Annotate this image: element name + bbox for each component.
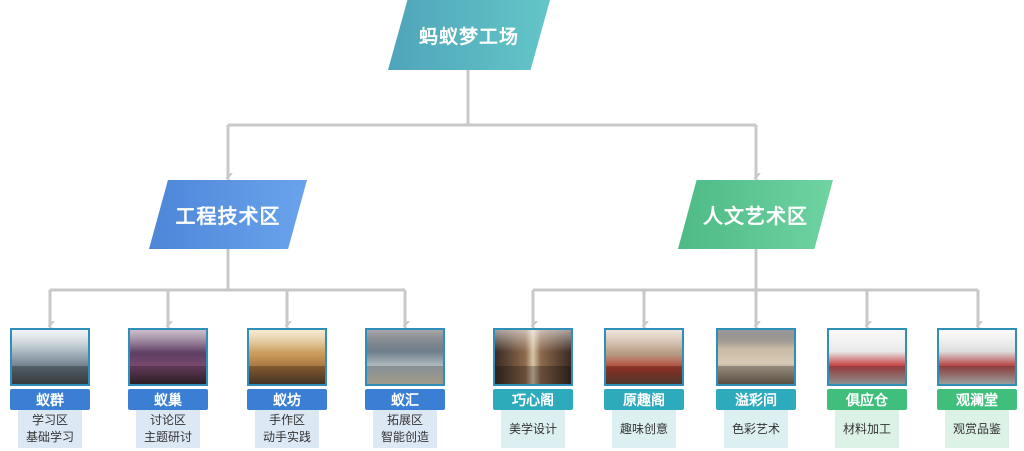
leaf-desc-line: 基础学习 [25,430,74,444]
leaf-name: 巧心阁 [493,389,573,410]
leaf-desc-line: 学习区 [31,413,68,427]
arts-node: 人文艺术区 [678,180,833,249]
leaf-name: 蚁群 [10,389,90,410]
leaf-desc-line: 观赏品鉴 [952,421,1001,436]
leaf-desc: 观赏品鉴 [945,410,1009,448]
room-photo [128,328,208,386]
leaf-desc-line: 手作区 [268,413,305,427]
room-photo [493,328,573,386]
leaf-card-art-3: 溢彩间 色彩艺术 [716,328,796,448]
leaf-desc: 色彩艺术 [724,410,788,448]
room-photo [604,328,684,386]
leaf-card-art-4: 俱应仓 材料加工 [827,328,907,448]
leaf-desc-line: 主题研讨 [143,430,192,444]
room-photo [247,328,327,386]
leaf-card-eng-2: 蚁巢 讨论区 主题研讨 [128,328,208,448]
leaf-desc: 材料加工 [835,410,899,448]
room-photo [10,328,90,386]
leaf-card-art-1: 巧心阁 美学设计 [493,328,573,448]
leaf-name: 俱应仓 [827,389,907,410]
leaf-name: 溢彩间 [716,389,796,410]
leaf-desc-line: 动手实践 [262,430,311,444]
leaf-desc-line: 材料加工 [842,421,891,436]
leaf-desc: 讨论区 主题研讨 [136,410,200,448]
leaf-name: 原趣阁 [604,389,684,410]
leaf-desc-line: 色彩艺术 [731,421,780,436]
leaf-desc: 学习区 基础学习 [18,410,82,448]
leaf-desc: 趣味创意 [612,410,676,448]
leaf-desc-line: 智能创造 [380,430,429,444]
arts-title: 人文艺术区 [703,204,808,228]
room-photo [827,328,907,386]
leaf-desc: 美学设计 [501,410,565,448]
leaf-name: 蚁巢 [128,389,208,410]
root-node: 蚂蚁梦工场 [388,0,550,70]
leaf-card-eng-3: 蚁坊 手作区 动手实践 [247,328,327,448]
engineering-node: 工程技术区 [149,180,307,249]
leaf-card-art-2: 原趣阁 趣味创意 [604,328,684,448]
leaf-desc: 拓展区 智能创造 [373,410,437,448]
leaf-name: 观澜堂 [937,389,1017,410]
leaf-desc-line: 趣味创意 [619,421,668,436]
leaf-card-art-5: 观澜堂 观赏品鉴 [937,328,1017,448]
leaf-desc-line: 美学设计 [508,421,557,436]
room-photo [937,328,1017,386]
room-photo [716,328,796,386]
leaf-name: 蚁汇 [365,389,445,410]
engineering-title: 工程技术区 [175,204,281,228]
leaf-desc-line: 讨论区 [149,413,186,427]
leaf-name: 蚁坊 [247,389,327,410]
leaf-card-eng-1: 蚁群 学习区 基础学习 [10,328,90,448]
leaf-desc-line: 拓展区 [386,413,423,427]
leaf-card-eng-4: 蚁汇 拓展区 智能创造 [365,328,445,448]
room-photo [365,328,445,386]
root-title: 蚂蚁梦工场 [418,25,519,48]
leaf-desc: 手作区 动手实践 [255,410,319,448]
